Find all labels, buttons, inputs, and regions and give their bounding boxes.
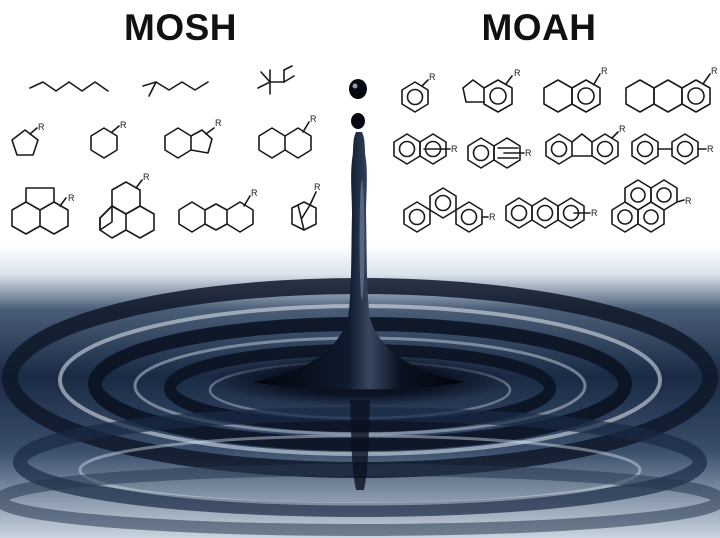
- alkyl-hexahydrophenanthrene: R: [625, 66, 718, 113]
- alkyl-phenanthrene: R: [403, 187, 496, 233]
- svg-text:R: R: [429, 72, 436, 82]
- alkyl-cyclohexane: R: [90, 120, 127, 159]
- alkyl-perhydrophenalene: R: [99, 172, 155, 239]
- svg-text:R: R: [707, 144, 714, 154]
- mosh-structures: R R R R: [11, 65, 321, 239]
- alkyl-anthracene: R: [505, 197, 598, 229]
- alkyl-bridged-bicycle: R: [291, 182, 321, 231]
- alkyl-methylnaphthalene: R: [467, 137, 532, 169]
- svg-text:R: R: [314, 182, 321, 192]
- mosh-title: MOSH: [124, 7, 237, 48]
- svg-text:R: R: [451, 144, 458, 154]
- svg-text:R: R: [38, 122, 45, 132]
- svg-text:R: R: [215, 118, 222, 128]
- svg-text:R: R: [251, 188, 258, 198]
- oil-splash-column: [254, 132, 464, 390]
- linear-alkane: [29, 81, 109, 92]
- alkyl-cyclopentane: R: [11, 122, 45, 156]
- svg-text:R: R: [120, 120, 127, 130]
- alkyl-tricyclic-fused: R: [11, 187, 75, 235]
- alkyl-decalin: R: [258, 114, 317, 159]
- alkyl-fluorene: R: [545, 124, 626, 165]
- branched-alkane: [142, 81, 209, 97]
- svg-text:R: R: [489, 212, 496, 222]
- alkyl-naphthalene: R: [393, 133, 458, 165]
- svg-text:R: R: [514, 68, 521, 78]
- svg-text:R: R: [591, 208, 598, 218]
- svg-text:R: R: [525, 148, 532, 158]
- svg-text:R: R: [143, 172, 150, 182]
- oil-droplet-top: [349, 79, 367, 99]
- alkyl-pyrene: R: [611, 179, 692, 233]
- svg-text:R: R: [601, 66, 608, 76]
- alkyl-tetralin: R: [543, 66, 608, 113]
- svg-text:R: R: [310, 114, 317, 124]
- svg-text:R: R: [619, 124, 626, 134]
- moah-structures: R R R R: [393, 66, 718, 233]
- alkyl-benzene: R: [401, 72, 436, 113]
- alkyl-perhydrofluorene: R: [178, 188, 258, 233]
- alkyl-hydrindane: R: [164, 118, 222, 159]
- svg-text:R: R: [68, 193, 75, 203]
- oil-column-highlight: [359, 180, 365, 300]
- svg-text:R: R: [685, 196, 692, 206]
- alkyl-biphenyl: R: [631, 133, 714, 165]
- moah-title: MOAH: [481, 7, 597, 48]
- tertiary-branched-alkane: [257, 65, 295, 95]
- alkyl-indane: R: [462, 68, 521, 113]
- svg-text:R: R: [711, 66, 718, 76]
- oil-reflection: [350, 400, 370, 490]
- oil-droplet-small: [351, 113, 365, 129]
